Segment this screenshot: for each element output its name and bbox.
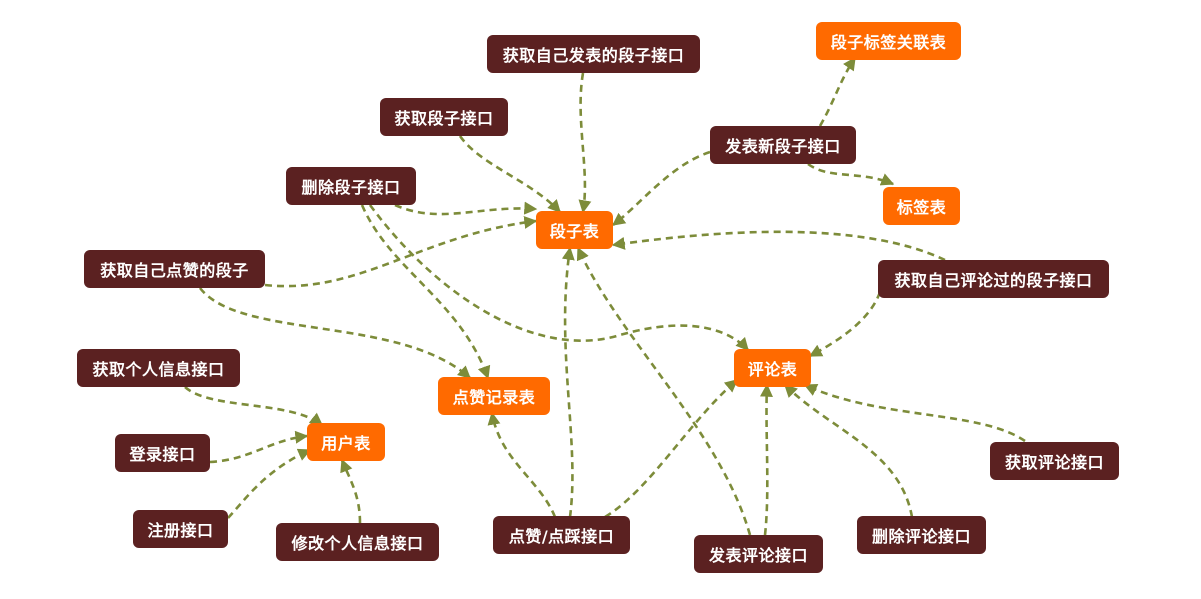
get-comments-api-node[interactable]: 获取评论接口 [990, 442, 1119, 480]
get-own-posted-jokes-api-node[interactable]: 获取自己发表的段子接口 [487, 35, 700, 73]
edge-post-comment-to-comment-table [759, 383, 773, 536]
edge-publish-to-joke-table [611, 150, 711, 227]
edge-liked-to-like-record [198, 287, 471, 379]
edge-edit-profile-to-user-table [340, 458, 362, 524]
get-profile-api-node[interactable]: 获取个人信息接口 [77, 349, 240, 387]
edge-like-to-comment-table [604, 379, 738, 519]
get-jokes-api-node[interactable]: 获取段子接口 [380, 98, 508, 136]
joke-table-node[interactable]: 段子表 [536, 211, 613, 249]
edge-login-to-user-table [209, 430, 309, 464]
edge-liked-to-joke-table [264, 215, 538, 288]
publish-joke-api-node[interactable]: 发表新段子接口 [710, 126, 856, 164]
edge-delete-joke-to-like-record [360, 204, 491, 380]
post-comment-api-node[interactable]: 发表评论接口 [694, 535, 823, 573]
tag-relation-table-node[interactable]: 段子标签关联表 [816, 22, 961, 60]
edge-delete-joke-to-comment-table [368, 204, 749, 351]
edge-get-own-posted-to-joke-table [578, 72, 592, 214]
tag-table-node[interactable]: 标签表 [883, 187, 960, 225]
edge-get-jokes-to-joke-table [458, 135, 561, 213]
edge-commented-to-comment-table [808, 291, 882, 358]
like-record-table-node[interactable]: 点赞记录表 [438, 377, 550, 415]
delete-joke-api-node[interactable]: 删除段子接口 [286, 167, 416, 205]
edge-like-to-like-record [487, 411, 557, 518]
edit-profile-api-node[interactable]: 修改个人信息接口 [276, 523, 439, 561]
edge-like-to-joke-table [561, 246, 575, 518]
like-dislike-api-node[interactable]: 点赞/点踩接口 [493, 516, 630, 554]
edge-get-comments-to-comment-table [803, 383, 1026, 443]
edge-post-comment-to-joke-table [576, 246, 752, 536]
edge-publish-to-tag-table [807, 162, 895, 186]
edge-delete-comment-to-comment-table [784, 384, 914, 518]
login-api-node[interactable]: 登录接口 [115, 434, 210, 472]
delete-comment-api-node[interactable]: 删除评论接口 [857, 516, 986, 554]
comment-table-node[interactable]: 评论表 [734, 349, 811, 387]
get-own-liked-jokes-api-node[interactable]: 获取自己点赞的段子 [84, 250, 265, 288]
user-table-node[interactable]: 用户表 [307, 423, 385, 461]
edge-get-profile-to-user-table [184, 386, 324, 427]
edge-publish-to-tag-rel [818, 56, 857, 127]
get-own-commented-jokes-api-node[interactable]: 获取自己评论过的段子接口 [878, 260, 1109, 298]
edge-commented-to-joke-table [611, 230, 946, 262]
edge-register-to-user-table [227, 448, 312, 519]
edge-delete-joke-to-joke-table [394, 201, 538, 216]
register-api-node[interactable]: 注册接口 [133, 510, 228, 548]
